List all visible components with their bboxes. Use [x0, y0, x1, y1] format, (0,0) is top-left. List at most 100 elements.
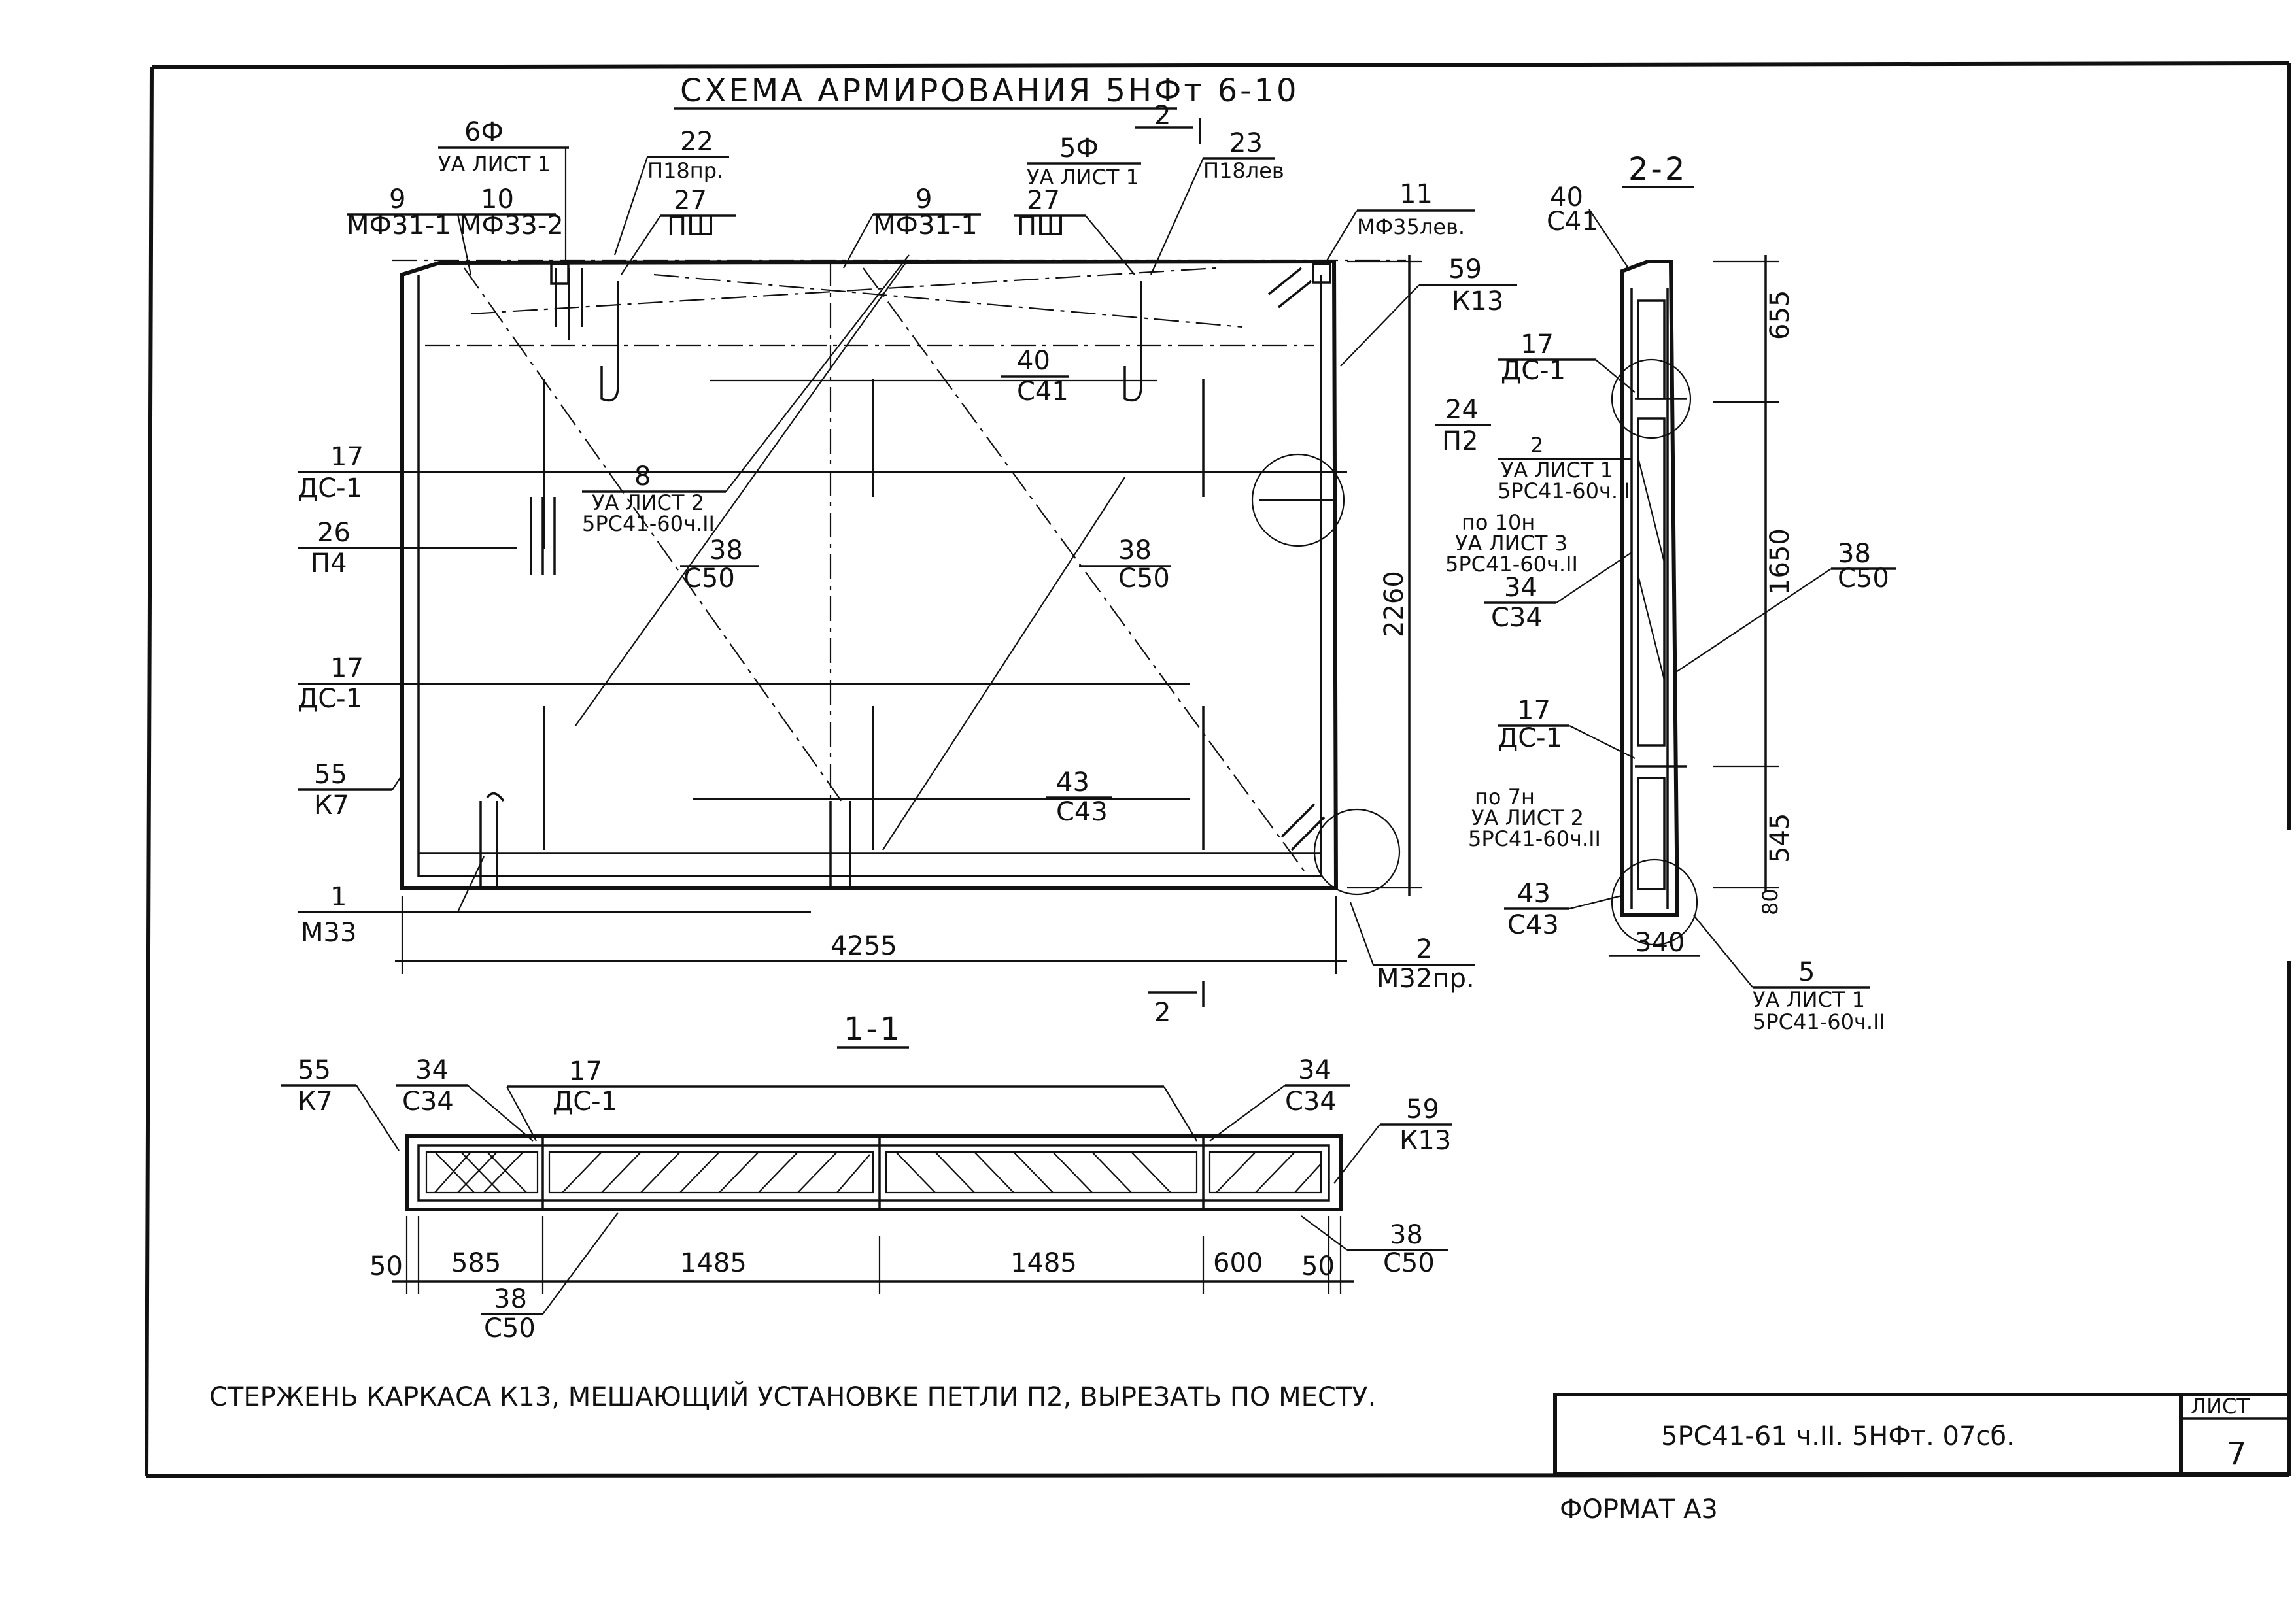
callout-code: ДС-1	[298, 473, 362, 503]
callout-num: 38	[1118, 535, 1152, 566]
callout-num: 26	[317, 518, 351, 548]
callout-code: К7	[314, 790, 349, 820]
callout-code: П18пр.	[647, 158, 723, 183]
callout-num: 2	[1530, 433, 1543, 458]
dim-1-1-mid-right: 1485	[1010, 1248, 1077, 1278]
section-mark-top: 2	[1154, 101, 1171, 131]
callout-code: ДС-1	[553, 1087, 617, 1117]
callout-num: 9	[389, 184, 405, 214]
dim-2-2-middle: 1650	[1765, 528, 1795, 595]
callout-num: 10	[481, 184, 514, 214]
section-2-2-callouts: 40 С41 17 ДС-1 2 УА ЛИСТ 1 5РС41-60ч.II …	[1445, 182, 1896, 1034]
callout-num: 2	[1416, 934, 1432, 964]
callout-code: С50	[484, 1313, 536, 1344]
main-panel-elevation	[298, 259, 1406, 896]
callout-code: УА ЛИСТ 1	[438, 152, 551, 177]
callout-code: С34	[402, 1087, 454, 1117]
callout-num: 55	[298, 1055, 331, 1085]
callout-num: по 10н	[1462, 510, 1535, 535]
dim-1-1-right-edge: 50	[1301, 1251, 1335, 1281]
callout-code: К13	[1452, 286, 1503, 316]
sheet-label: ЛИСТ	[2191, 1394, 2250, 1419]
dim-1-1-left: 585	[451, 1248, 501, 1278]
callout-num: 38	[1838, 539, 1871, 569]
callout-num: 38	[494, 1284, 527, 1314]
callout-code: С50	[1383, 1248, 1435, 1278]
callout-extra: 5РС41-60ч.II	[1445, 552, 1578, 577]
callout-code: ДС-1	[1501, 356, 1566, 386]
dim-height: 2260	[1379, 571, 1409, 637]
drawing-title: СХЕМА АРМИРОВАНИЯ 5НФт 6-10	[680, 73, 1299, 109]
dim-1-1-mid-left: 1485	[680, 1248, 747, 1278]
callout-code: С34	[1491, 603, 1543, 633]
construction-note: СТЕРЖЕНЬ КАРКАСА К13, МЕШАЮЩИЙ УСТАНОВКЕ…	[209, 1381, 1376, 1412]
callout-num: 55	[314, 760, 347, 790]
dim-2-2-top: 655	[1765, 290, 1795, 340]
callout-code: МФ33-2	[459, 211, 564, 241]
callout-code: С43	[1507, 910, 1559, 940]
callout-code: УА ЛИСТ 2	[1471, 805, 1584, 830]
dim-width: 4255	[831, 931, 897, 961]
callout-code: С50	[683, 564, 735, 594]
callout-code: УА ЛИСТ 2	[592, 490, 704, 515]
callout-num: 34	[1504, 573, 1537, 603]
callout-num: 43	[1517, 879, 1551, 909]
callout-num: 6Ф	[464, 117, 504, 147]
callout-num: 17	[330, 442, 364, 472]
dim-2-2-base: 340	[1635, 928, 1685, 958]
callout-num: 27	[674, 186, 707, 216]
callout-num: 40	[1550, 182, 1583, 212]
main-callouts: 6Ф УА ЛИСТ 1 22 П18пр. 5Ф УА ЛИСТ 1 23 П…	[298, 117, 1517, 994]
callout-code: МФ31-1	[873, 211, 978, 241]
callout-code: С34	[1285, 1087, 1337, 1117]
drawing-code: 5РС41-61 ч.II. 5НФт. 07сб.	[1661, 1421, 2015, 1451]
callout-code: С41	[1547, 207, 1598, 237]
callout-extra: 5РС41-60ч.II	[1753, 1009, 1885, 1034]
sheet-frame	[145, 61, 2291, 1478]
callout-code: М32пр.	[1377, 964, 1475, 994]
paper-format: ФОРМАТ А3	[1560, 1495, 1718, 1525]
callout-extra: 5РС41-60ч.II	[1498, 479, 1630, 503]
callout-num: 43	[1056, 768, 1089, 798]
callout-code: С50	[1838, 564, 1889, 594]
callout-code: М33	[301, 918, 356, 948]
callout-num: 17	[330, 653, 364, 683]
callout-num: 11	[1399, 179, 1433, 209]
callout-num: 38	[1390, 1220, 1423, 1250]
callout-code: УА ЛИСТ 1	[1501, 458, 1613, 482]
callout-code: УА ЛИСТ 3	[1455, 531, 1568, 556]
callout-code: ДС-1	[298, 684, 362, 714]
dim-2-2-edge: 80	[1758, 888, 1783, 915]
callout-code: ДС-1	[1498, 723, 1562, 753]
callout-num: 9	[916, 184, 932, 214]
callout-code: ПШ	[667, 212, 715, 242]
callout-num: 8	[634, 462, 651, 492]
callout-code: С43	[1056, 797, 1108, 827]
dim-1-1-right: 600	[1213, 1248, 1263, 1278]
dim-2-2-bottom: 545	[1765, 813, 1795, 863]
dim-1-1-left-edge: 50	[369, 1251, 403, 1281]
callout-num: 27	[1027, 186, 1060, 216]
callout-code: ПШ	[1017, 212, 1065, 242]
callout-code: МФ31-1	[347, 211, 451, 241]
callout-code: П18лев	[1203, 158, 1284, 183]
sheet-number: 7	[2227, 1436, 2250, 1472]
callout-num: 40	[1017, 346, 1050, 376]
callout-code: С50	[1118, 564, 1170, 594]
callout-num: 59	[1406, 1094, 1439, 1125]
callout-code: УА ЛИСТ 1	[1753, 987, 1865, 1012]
section-2-2: 2-2 655 1650 545 80 340	[1609, 151, 1795, 958]
section-1-1: 1-1 50 585 1485 1485 600 50	[369, 1011, 1354, 1294]
main-dimensions: 4255 2260 2 2	[395, 101, 1422, 1028]
section-1-1-callouts: 55 К7 34 С34 17 ДС-1 34 С34 59 К13 38 С5…	[281, 1055, 1452, 1344]
title-block: 5РС41-61 ч.II. 5НФт. 07сб. ЛИСТ 7	[1553, 1393, 2291, 1476]
callout-code: П4	[311, 549, 347, 579]
section-title-1-1: 1-1	[844, 1011, 902, 1047]
callout-extra: 5РС41-60ч.II	[1468, 826, 1601, 851]
callout-num: по 7н	[1475, 785, 1535, 809]
callout-extra: 5РС41-60ч.II	[582, 511, 715, 536]
callout-num: 38	[710, 535, 743, 566]
callout-code: К7	[298, 1087, 333, 1117]
section-mark-bottom: 2	[1154, 998, 1171, 1028]
